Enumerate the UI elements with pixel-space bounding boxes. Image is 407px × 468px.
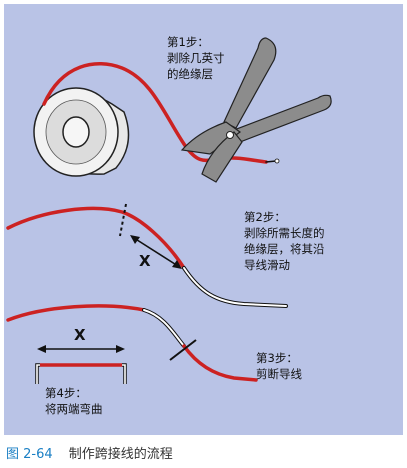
step4-x-marker: X bbox=[74, 326, 86, 344]
step1-line-2: 的绝缘层 bbox=[167, 67, 213, 81]
diagram-drawing bbox=[6, 37, 332, 384]
step1-line-1: 剥除几英寸 bbox=[167, 51, 225, 65]
wire-spool bbox=[33, 87, 130, 177]
figure-caption: 图 2-64 制作跨接线的流程 bbox=[6, 443, 173, 462]
step4-jumper bbox=[35, 363, 127, 384]
step2-label: 第2步： 剥除所需长度的 绝缘层，将其沿 导线滑动 bbox=[244, 209, 325, 273]
step1-title: 第1步： bbox=[167, 35, 209, 49]
step3-wire-left-insulated bbox=[6, 304, 146, 322]
step3-wire-right-insulated bbox=[182, 344, 258, 382]
step3-label: 第3步： 剪断导线 bbox=[256, 350, 302, 382]
step4-line-1: 将两端弯曲 bbox=[45, 402, 103, 416]
figure-number: 图 2-64 bbox=[6, 447, 53, 462]
spool-wire bbox=[42, 62, 218, 163]
step2-title: 第2步： bbox=[244, 210, 286, 224]
step2-line-1: 剥除所需长度的 bbox=[244, 226, 325, 240]
spool-hole bbox=[62, 116, 90, 148]
step3-cut-mark bbox=[169, 339, 197, 361]
wire-cutters-icon bbox=[180, 37, 332, 183]
figure-title: 制作跨接线的流程 bbox=[68, 447, 173, 462]
step2-line-3: 导线滑动 bbox=[244, 258, 290, 272]
step2-length-arrow bbox=[130, 235, 182, 269]
step4-label: 第4步： 将两端弯曲 bbox=[45, 385, 103, 417]
wire-bare-tip bbox=[265, 160, 277, 163]
step3-title: 第3步： bbox=[256, 351, 298, 365]
cutter-pivot bbox=[226, 131, 234, 139]
diagram-panel: 第1步： 剥除几英寸 的绝缘层 第2步： 剥除所需长度的 绝缘层，将其沿 导线滑… bbox=[4, 4, 403, 435]
step2-line-2: 绝缘层，将其沿 bbox=[244, 242, 325, 256]
step4-length-arrow bbox=[37, 345, 125, 353]
step2-cut-mark bbox=[119, 203, 127, 237]
step1-label: 第1步： 剥除几英寸 的绝缘层 bbox=[167, 34, 225, 82]
step2-wire-insulated bbox=[6, 206, 186, 270]
step3-wire-bare bbox=[142, 308, 186, 348]
step4-title: 第4步： bbox=[45, 386, 87, 400]
step2-x-marker: X bbox=[139, 252, 151, 270]
step3-line-1: 剪断导线 bbox=[256, 367, 302, 381]
